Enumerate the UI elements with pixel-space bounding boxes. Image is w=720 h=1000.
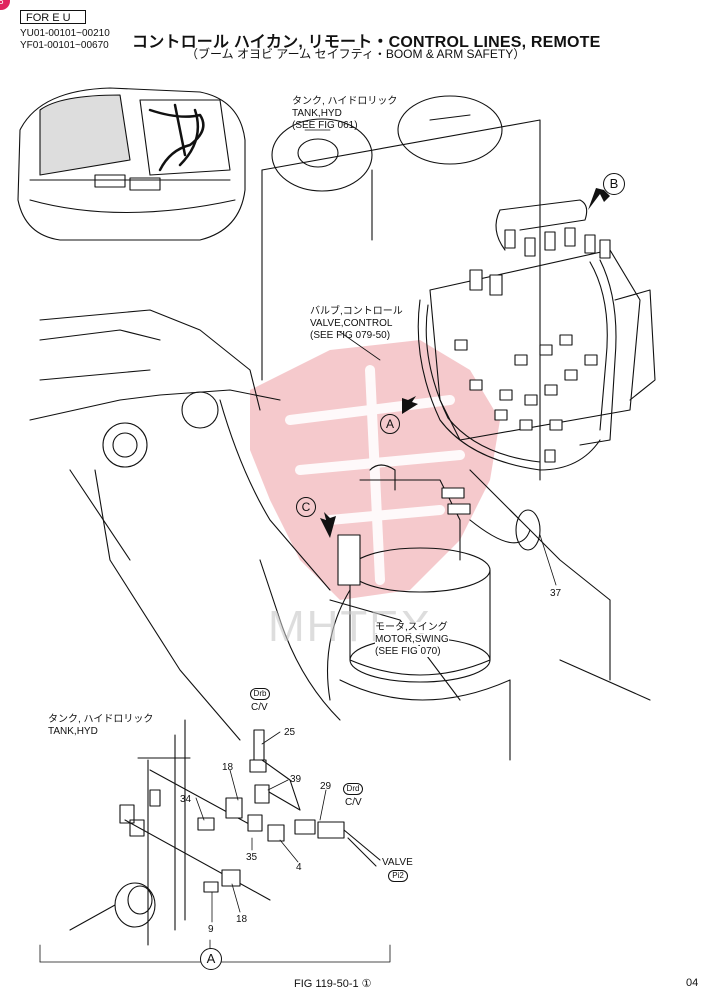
- label-tank-ref: (SEE FIG 061): [292, 120, 358, 131]
- detail-a-circle: A: [200, 948, 222, 970]
- label-valve-ref: (SEE FIG 079-50): [310, 330, 391, 341]
- port-drb: Drb: [250, 688, 270, 700]
- label-valve-en: VALVE,CONTROL: [310, 318, 393, 329]
- part-number-18b: 18: [236, 914, 248, 925]
- part-number-35: 35: [246, 852, 258, 863]
- label-tank-en: TANK,HYD: [292, 108, 342, 119]
- machine-thumbnail: [17, 87, 246, 241]
- port-drb-cv: C/V: [251, 702, 268, 713]
- port-drd-cv: C/V: [345, 797, 362, 808]
- leader-lines: [39, 129, 557, 963]
- part-number-37: 37: [550, 588, 562, 599]
- region-badge: FOR E U: [20, 10, 86, 24]
- label-tank-jp: タンク, ハイドロリック: [292, 96, 398, 107]
- label-valve-end: VALVE: [382, 857, 413, 868]
- label-motor-en: MOTOR,SWING: [375, 634, 449, 645]
- part-number-29: 29: [320, 781, 332, 792]
- figure-number: FIG 119-50-1 ①: [294, 978, 372, 990]
- swing-motor-drawing: [326, 464, 541, 761]
- boom-frame-drawing: [29, 309, 651, 741]
- page-number: 04: [686, 977, 699, 989]
- part-number-9: 9: [208, 924, 214, 935]
- serial-range-2: YF01-00101~00670: [20, 40, 109, 51]
- label-motor-jp: モータ,スイング: [375, 622, 448, 633]
- label-detail-tank-jp: タンク, ハイドロリック: [48, 714, 154, 725]
- page-subtitle: （ブーム オヨビ アーム セイフティ・BOOM & ARM SAFETY）: [186, 47, 526, 61]
- page-title: コントロール ハイカン, リモート・CONTROL LINES, REMOTE: [132, 34, 601, 51]
- serial-range-1: YU01-00101~00210: [20, 28, 110, 39]
- part-number-4: 4: [296, 862, 302, 873]
- part-number-25: 25: [284, 727, 296, 738]
- control-valve-drawing: [417, 199, 656, 471]
- hydraulic-tank-drawing: [261, 95, 541, 481]
- label-motor-ref: (SEE FIG 070): [375, 646, 441, 657]
- part-number-18a: 18: [222, 762, 234, 773]
- detail-a-drawing: [69, 719, 381, 946]
- port-drd: Drd: [343, 783, 363, 795]
- page-tab: 8: [0, 0, 10, 10]
- part-number-34: 34: [180, 794, 192, 805]
- label-valve-jp: バルブ,コントロール: [310, 306, 403, 317]
- watermark-logo-cut: [285, 365, 465, 585]
- label-detail-tank-en: TANK,HYD: [48, 726, 98, 737]
- callout-b-circle: B: [603, 173, 625, 195]
- callout-arrows: [320, 188, 610, 538]
- part-number-39: 39: [290, 774, 302, 785]
- callout-c-circle: C: [296, 497, 316, 517]
- callout-a-circle: A: [380, 414, 400, 434]
- port-pi2: Pi2: [388, 870, 408, 882]
